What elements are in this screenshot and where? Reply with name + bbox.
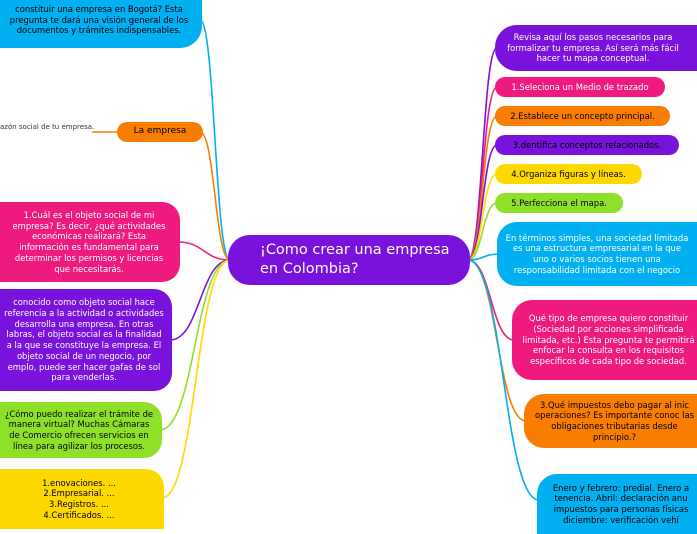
- connector-line-7: [467, 47, 498, 261]
- node-sociedad-limitada[interactable]: En términos simples, una sociedad limita…: [497, 222, 697, 286]
- node-renovaciones[interactable]: 1.enovaciones. ... 2.Empresarial. ... 3.…: [0, 469, 164, 529]
- connector-line-6: [161, 259, 231, 499]
- node-objeto-social-2[interactable]: conocido como objeto social hace referen…: [0, 289, 172, 391]
- node-razon-social[interactable]: azón social de tu empresa.: [0, 122, 95, 131]
- connector-line-2: [199, 131, 231, 261]
- connector-line-5: [159, 259, 231, 431]
- node-la-empresa[interactable]: La empresa: [117, 122, 203, 142]
- node-enero-febrero[interactable]: Enero y febrero: predial. Enero a tenenc…: [537, 474, 697, 534]
- node-paso-5[interactable]: 5.Perfecciona el mapa.: [495, 193, 623, 213]
- node-objeto-social-1[interactable]: 1.Cuál es el objeto social de mi empresa…: [0, 202, 180, 282]
- node-revisa[interactable]: Revisa aquí los pasos necesarios para fo…: [495, 25, 697, 71]
- node-paso-1[interactable]: 1.Seleciona un Medio de trazado: [495, 77, 665, 97]
- connector-line-12: [467, 202, 498, 261]
- connector-line-9: [467, 115, 498, 261]
- connector-line-1: [199, 19, 231, 261]
- node-paso-4[interactable]: 4.Organiza figuras y líneas.: [495, 164, 642, 184]
- connector-lines: [92, 19, 540, 501]
- connector-line-11: [467, 173, 498, 261]
- node-paso-3[interactable]: 3.dentifica conceptos relacionados.: [495, 135, 679, 155]
- connector-line-3: [177, 241, 231, 261]
- node-tipo-empresa[interactable]: Qué tipo de empresa quiero constituir (S…: [512, 300, 697, 380]
- node-impuestos[interactable]: 3.Qué impuestos debo pagar al inic opera…: [524, 394, 697, 448]
- central-topic-label: ¡Como crear una empresa en Colombia?: [260, 242, 450, 277]
- central-topic[interactable]: ¡Como crear una empresa en Colombia?: [228, 235, 470, 285]
- connector-line-16: [467, 259, 540, 501]
- node-paso-2[interactable]: 2.Establece un concepto principal.: [495, 106, 670, 126]
- node-tramite-virtual[interactable]: ¿Cómo puedo realizar el trámite de maner…: [0, 402, 162, 458]
- connector-line-4: [169, 259, 231, 341]
- node-bogota[interactable]: constituir una empresa en Bogotá? Esta p…: [0, 0, 202, 48]
